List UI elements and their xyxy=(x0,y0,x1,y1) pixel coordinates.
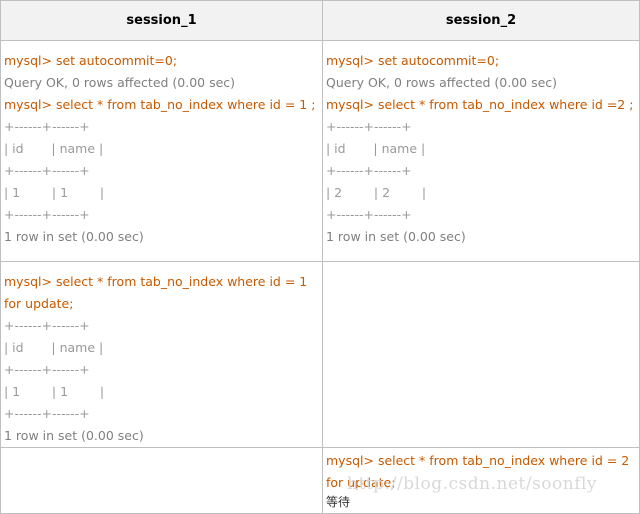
sql-command-line: for update; xyxy=(4,296,74,311)
watermark: http://blog.csdn.net/soonfly xyxy=(347,474,598,494)
header-session-1: session_1 xyxy=(0,0,323,41)
output-line: +------+------+ xyxy=(4,406,90,421)
output-line: | 1 | 1 | xyxy=(4,185,105,200)
session-1-cell xyxy=(0,447,323,514)
sql-command-line: mysql> select * from tab_no_index where … xyxy=(4,274,308,289)
table-row: mysql> select * from tab_no_index where … xyxy=(0,261,640,448)
session-1-cell: mysql> select * from tab_no_index where … xyxy=(0,261,323,448)
sql-command-line: for update; xyxy=(326,475,396,490)
output-line: | id | name | xyxy=(326,141,426,156)
output-line: | 1 | 1 | xyxy=(4,384,105,399)
output-line: | id | name | xyxy=(4,340,104,355)
sql-command-line: mysql> set autocommit=0; xyxy=(326,53,500,68)
output-line: +------+------+ xyxy=(4,163,90,178)
output-line: +------+------+ xyxy=(326,163,412,178)
output-line: +------+------+ xyxy=(4,318,90,333)
sql-command-line: mysql> select * from tab_no_index where … xyxy=(4,97,316,112)
session-2-cell xyxy=(322,261,640,448)
output-line: +------+------+ xyxy=(326,207,412,222)
header-session-2: session_2 xyxy=(322,0,640,41)
output-line: 1 row in set (0.00 sec) xyxy=(4,428,144,443)
output-line: +------+------+ xyxy=(4,119,90,134)
output-line: | 2 | 2 | xyxy=(326,185,427,200)
output-line: | id | name | xyxy=(4,141,104,156)
output-line: Query OK, 0 rows affected (0.00 sec) xyxy=(4,75,236,90)
output-line: Query OK, 0 rows affected (0.00 sec) xyxy=(326,75,558,90)
sql-command-line: mysql> select * from tab_no_index where … xyxy=(326,453,630,468)
sql-command-line: mysql> set autocommit=0; xyxy=(4,53,178,68)
output-line: +------+------+ xyxy=(326,119,412,134)
header-row: session_1 session_2 xyxy=(0,0,640,41)
session-1-cell: mysql> set autocommit=0; Query OK, 0 rows… xyxy=(0,40,323,262)
sql-command-line: mysql> select * from tab_no_index where … xyxy=(326,97,634,112)
output-line: 1 row in set (0.00 sec) xyxy=(326,229,466,244)
table-row: mysql> set autocommit=0; Query OK, 0 rows… xyxy=(0,40,640,262)
output-line: +------+------+ xyxy=(4,362,90,377)
output-line: 1 row in set (0.00 sec) xyxy=(4,229,144,244)
output-line: +------+------+ xyxy=(4,207,90,222)
session-2-cell: mysql> set autocommit=0; Query OK, 0 rows… xyxy=(322,40,640,262)
wait-note: 等待 xyxy=(326,495,351,509)
